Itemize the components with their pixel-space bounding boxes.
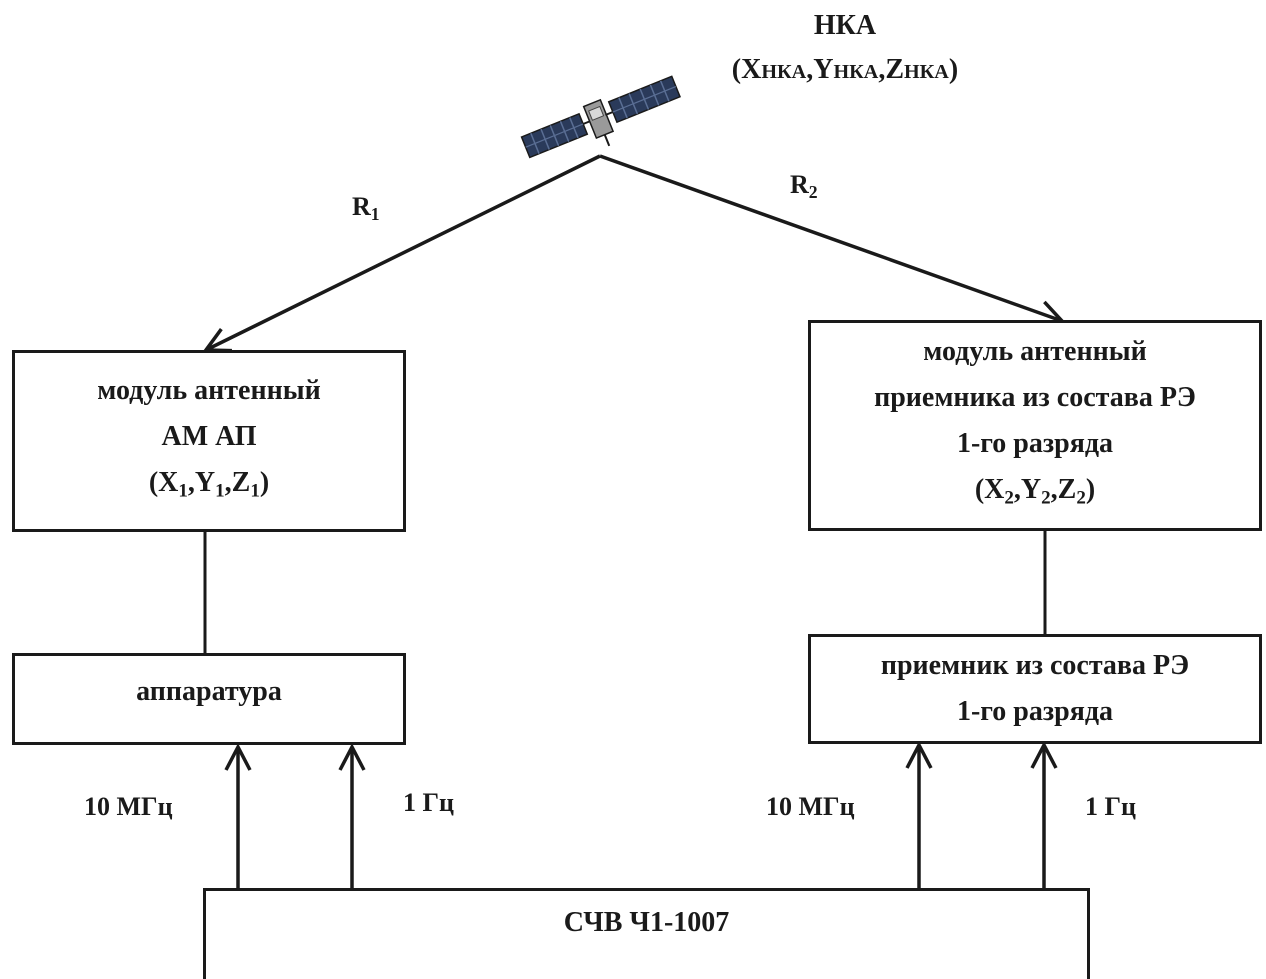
satellite-name: НКА: [813, 10, 877, 41]
coord-y-sub: НКА: [833, 61, 879, 83]
coord-x-sub: НКА: [761, 61, 807, 83]
left-solar-panel: [520, 112, 589, 159]
right-10mhz-label: 10 МГц: [766, 792, 855, 821]
right-antenna-coords: (X2,Y2,Z2): [974, 474, 1096, 509]
left-equipment-box: аппаратура: [12, 653, 406, 745]
right-1hz-label: 1 Гц: [1085, 792, 1137, 821]
frequency-source-label: СЧВ Ч1-1007: [563, 907, 730, 938]
right-antenna-line1: модуль антенный: [923, 336, 1147, 368]
satellite-icon: [520, 75, 681, 159]
left-1hz-label: 1 Гц: [403, 788, 455, 817]
right-receiver-line2: 1-го разряда: [956, 696, 1114, 727]
left-antenna-line2: АМ АП: [161, 420, 257, 452]
frequency-source-box: СЧВ Ч1-1007: [203, 888, 1090, 979]
right-receiver-box: приемник из состава РЭ 1-го разряда: [808, 634, 1262, 744]
left-equipment-label: аппаратура: [136, 676, 282, 707]
right-antenna-module: модуль антенный приемника из состава РЭ …: [808, 320, 1262, 531]
link-r2-arrow: [599, 154, 1062, 321]
link-r2-label: R2: [790, 170, 818, 202]
link-r1-arrow: [206, 154, 601, 350]
left-10mhz-label: 10 МГц: [84, 792, 173, 821]
left-antenna-module: модуль антенный АМ АП (X1,Y1,Z1): [12, 350, 406, 532]
coord-z-sub: НКА: [904, 61, 949, 83]
right-receiver-line1: приемник из состава РЭ: [880, 650, 1190, 681]
left-antenna-coords: (X1,Y1,Z1): [148, 466, 270, 502]
coord-z: Z: [885, 54, 904, 85]
coord-y: Y: [813, 54, 834, 85]
right-antenna-line2: приемника из состава РЭ: [874, 382, 1196, 414]
satellite-coords: (XНКА,YНКА,ZНКА): [731, 54, 959, 85]
satellite-body: [582, 98, 615, 140]
right-antenna-line3: 1-го разряда: [956, 428, 1114, 460]
left-antenna-line1: модуль антенный: [97, 374, 321, 406]
link-r1-label: R1: [352, 192, 380, 224]
right-solar-panel: [607, 75, 681, 124]
coord-x: X: [741, 54, 762, 85]
satellite-label: НКА (XНКА,YНКА,ZНКА): [700, 4, 990, 94]
